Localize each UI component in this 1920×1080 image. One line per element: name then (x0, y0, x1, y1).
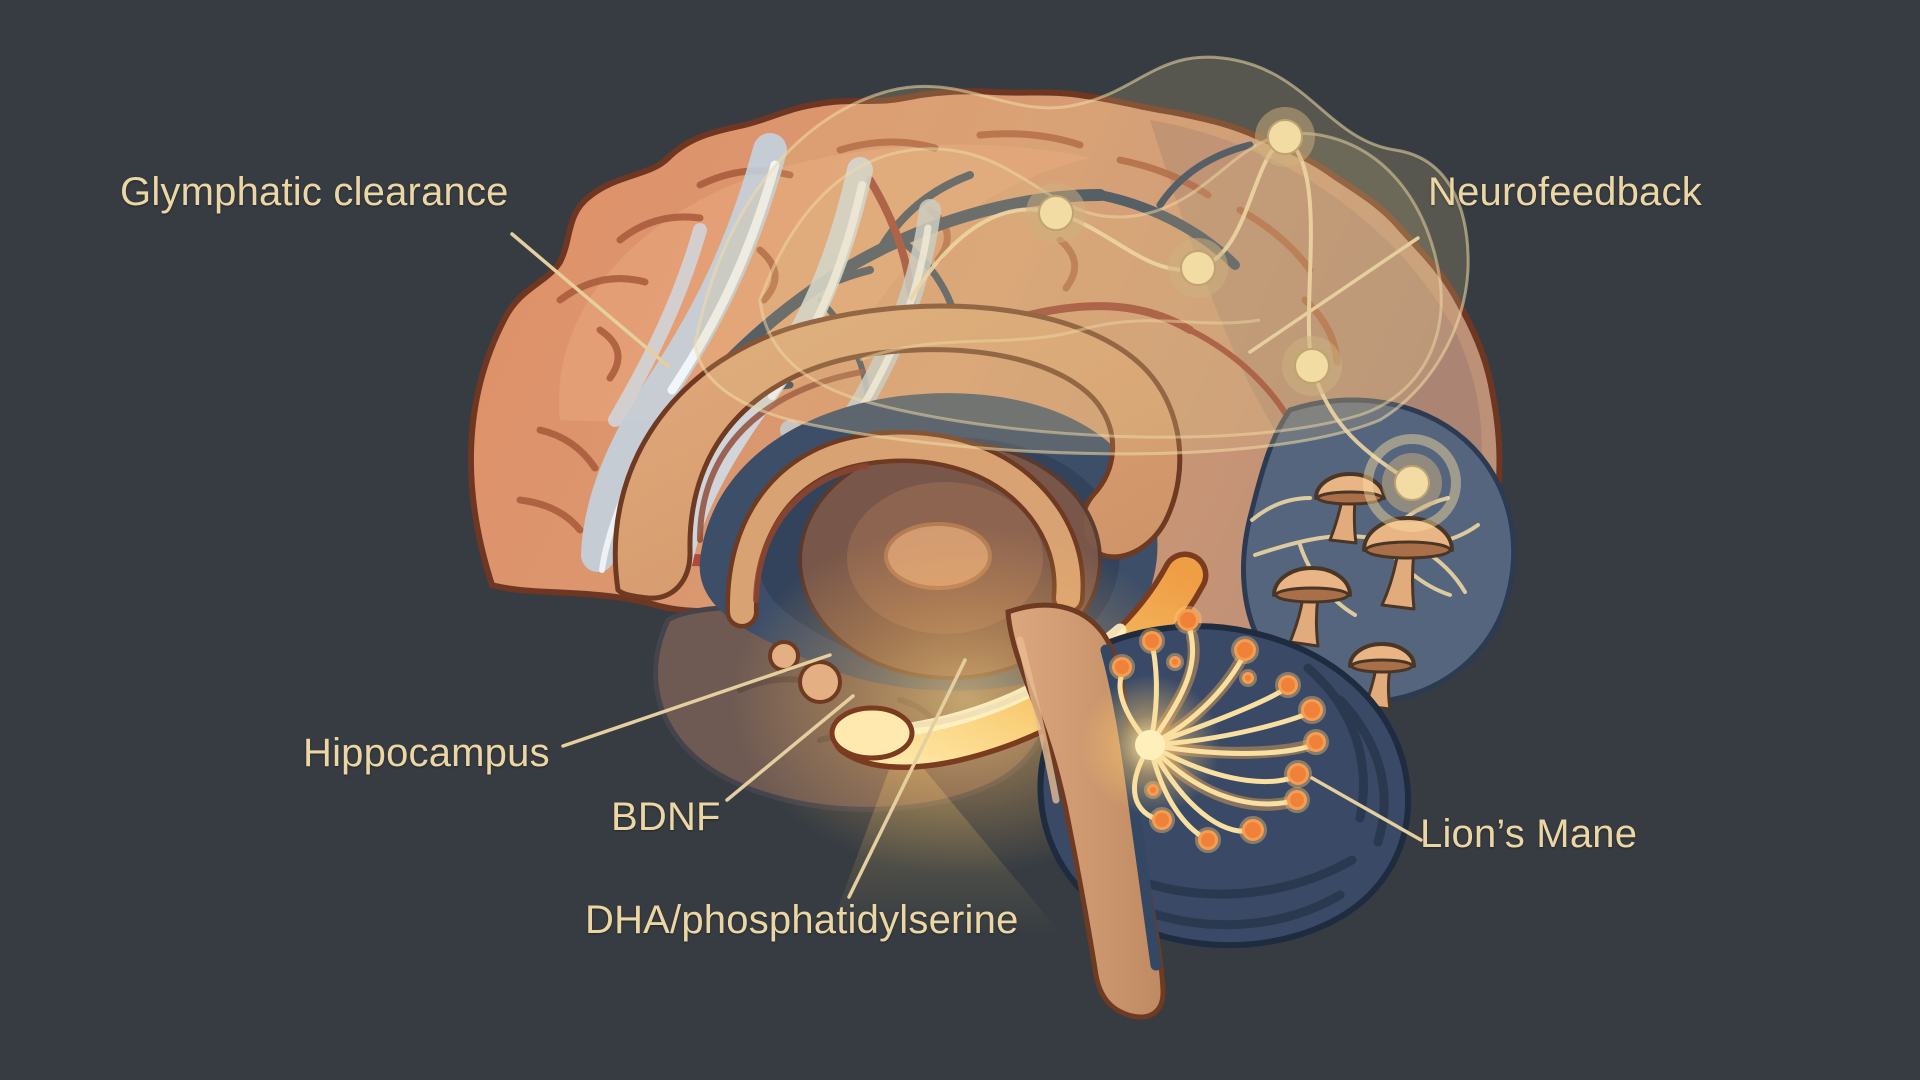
eeg-sensor-node (1026, 183, 1086, 243)
leader-lions-mane (1310, 776, 1423, 842)
label-lions-mane: Lion’s Mane (1420, 812, 1638, 856)
leader-hippocampus (561, 653, 832, 748)
leader-bdnf (725, 694, 855, 802)
label-hippocampus: Hippocampus (303, 731, 550, 775)
occipital-lobe (1241, 397, 1517, 711)
growth-node-dots (1109, 606, 1329, 853)
lions-mane-mushrooms (1272, 472, 1454, 711)
label-dha-phosphatidylserine: DHA/phosphatidylserine (585, 898, 1019, 942)
leader-glymphatic (510, 232, 670, 368)
fornix (725, 430, 1086, 629)
mushroom-icon (1272, 566, 1352, 648)
label-bdnf: BDNF (611, 795, 721, 839)
eeg-sensor-nodes (1026, 107, 1461, 532)
neurofeedback-overlay (693, 55, 1470, 532)
leader-lines (510, 232, 1423, 899)
neural-growth-tree (1080, 606, 1329, 853)
eeg-sensor-node (1363, 434, 1461, 532)
label-glymphatic-clearance: Glymphatic clearance (120, 170, 509, 214)
mushroom-icon (1362, 516, 1454, 611)
label-neurofeedback: Neurofeedback (1428, 170, 1702, 214)
leader-neurofeedback (1248, 236, 1420, 354)
gyri-creases (516, 130, 1341, 534)
leader-dha (847, 658, 967, 899)
mushroom-icon (1314, 472, 1386, 545)
eeg-sensor-node (1255, 107, 1315, 167)
eeg-sensor-node (1282, 336, 1342, 396)
eeg-sensor-node (1168, 238, 1228, 298)
